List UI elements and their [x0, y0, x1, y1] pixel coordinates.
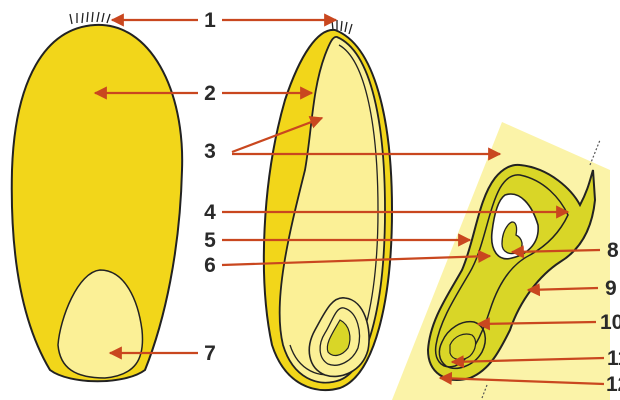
label-7: 7 [204, 342, 216, 365]
label-10: 10 [600, 311, 620, 334]
label-1: 1 [204, 9, 216, 32]
label-2: 2 [204, 82, 216, 105]
label-3: 3 [204, 140, 216, 163]
label-5: 5 [204, 229, 216, 252]
grain-longitudinal-section [264, 20, 392, 390]
label-12: 12 [606, 373, 620, 396]
label-6: 6 [204, 254, 216, 277]
label-11: 11 [607, 347, 620, 370]
brush-hairs-left [70, 12, 110, 24]
label-4: 4 [204, 201, 216, 224]
label-9: 9 [605, 277, 617, 300]
label-8: 8 [607, 239, 619, 262]
whole-grain [12, 12, 182, 381]
